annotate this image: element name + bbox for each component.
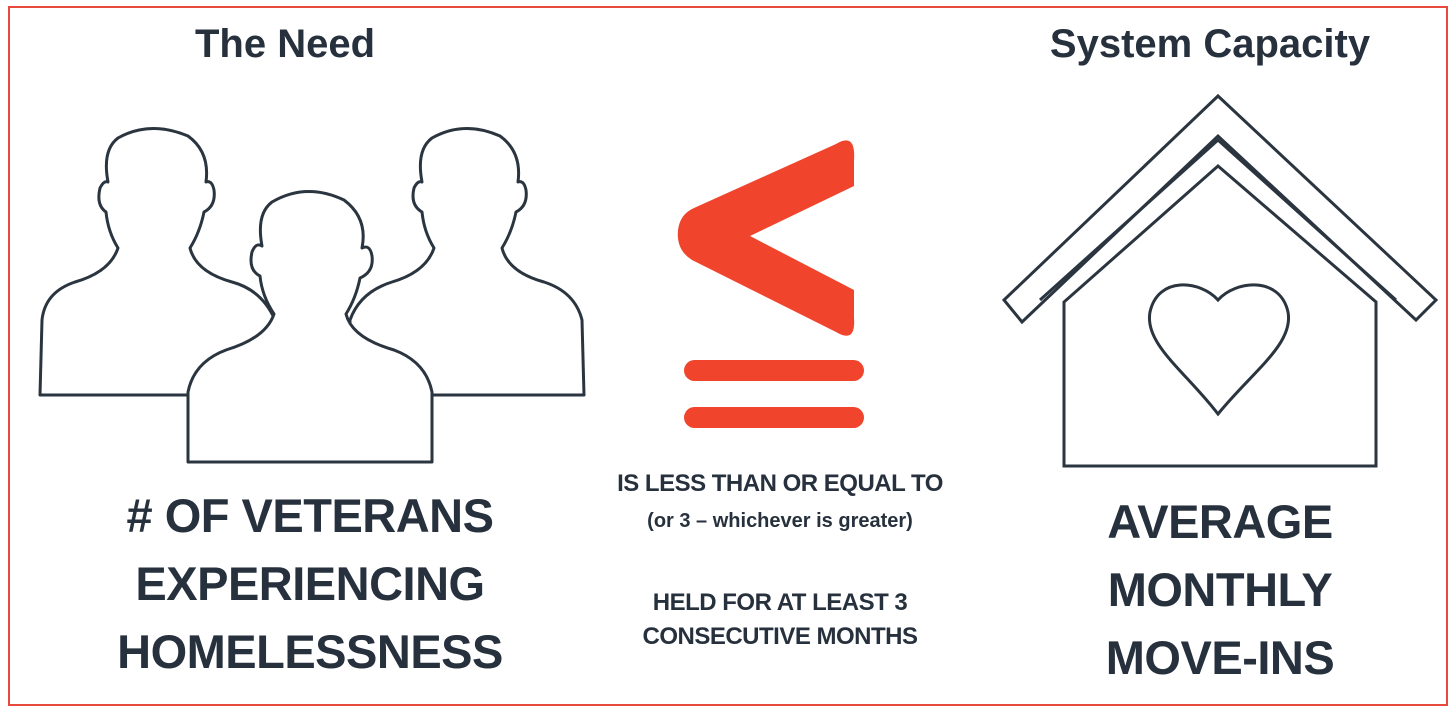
hold-line: HELD FOR AT LEAST 3 [652, 589, 908, 616]
less-than-chevron [677, 140, 855, 336]
capacity-label-line: MOVE-INS [1105, 631, 1335, 684]
capacity-heading: System Capacity [1049, 22, 1371, 66]
heart-icon [1147, 283, 1291, 417]
capacity-label-line: AVERAGE [1107, 495, 1333, 548]
less-than-or-equal-icon [677, 140, 864, 428]
capacity-label-line: MONTHLY [1107, 563, 1333, 616]
house-walls [1062, 164, 1378, 468]
need-label-line: HOMELESSNESS [117, 625, 503, 678]
need-heading: The Need [194, 22, 376, 66]
equal-bar-bottom [684, 407, 864, 428]
equal-bar-top [684, 360, 864, 381]
roof-inner-line [1038, 137, 1398, 302]
people-group-icon [38, 126, 586, 464]
diagram-graphics [38, 93, 1439, 468]
person-front-icon [186, 190, 434, 464]
person-right-icon [348, 126, 586, 397]
hold-condition: HELD FOR AT LEAST 3 CONSECUTIVE MONTHS [580, 586, 980, 654]
need-label-line: EXPERIENCING [135, 557, 485, 610]
relation-note: (or 3 – whichever is greater) [647, 510, 913, 532]
capacity-label: AVERAGE MONTHLY MOVE-INS [1040, 488, 1400, 692]
hold-line: CONSECUTIVE MONTHS [642, 623, 918, 650]
house-heart-icon [1001, 93, 1439, 468]
person-left-icon [38, 126, 277, 397]
roof-outline [1001, 93, 1439, 325]
need-label-line: # OF VETERANS [126, 489, 494, 542]
relation-text: IS LESS THAN OR EQUAL TO [617, 470, 943, 497]
need-label: # OF VETERANS EXPERIENCING HOMELESSNESS [60, 482, 560, 686]
